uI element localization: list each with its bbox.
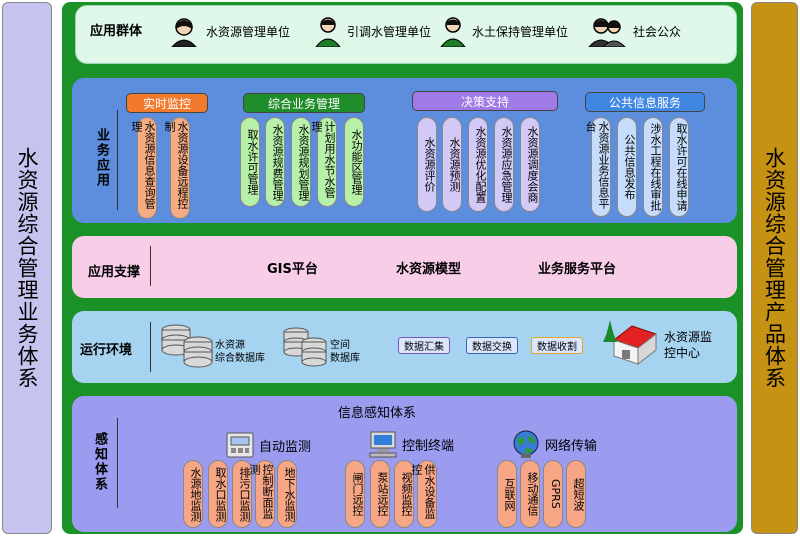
user-public: 社会公众 <box>587 15 681 47</box>
business-item: 水资源评价 <box>417 117 437 212</box>
database-server-icon <box>283 327 327 367</box>
sensing-group-auto-monitoring: 自动监测 <box>225 431 311 459</box>
sensing-item: 供水设备监控 <box>410 460 437 528</box>
sensing-item: 互联网 <box>497 460 517 528</box>
sensing-item: 取水口监测 <box>208 460 228 528</box>
business-divider <box>117 110 118 210</box>
computer-terminal-icon <box>369 431 397 458</box>
sensing-item: 地下水监测 <box>277 460 297 528</box>
sensing-item: 闸门远控 <box>345 460 365 528</box>
business-item: 计划用水节水管理 <box>310 117 337 207</box>
users-layer-title: 应用群体 <box>90 24 143 39</box>
header-integrated-business: 综合业务管理 <box>243 93 365 113</box>
business-item: 水资源应急管理 <box>494 117 514 212</box>
support-layer <box>72 236 737 298</box>
right-side-panel: 水资源综合管理产品体系 <box>751 2 798 534</box>
business-item: 取水许可在线申请 <box>669 117 689 217</box>
sensing-item: 视频监控 <box>394 460 414 528</box>
business-item: 水功能区管理 <box>344 117 364 207</box>
monitoring-center-house-icon <box>603 320 658 366</box>
sensing-item: 控制断面监测 <box>248 460 275 528</box>
tag-data-exchange: 数据交换 <box>466 337 518 354</box>
sensing-group-network: 网络传输 <box>511 429 597 459</box>
user-label: 社会公众 <box>633 24 682 39</box>
business-item: 水资源优化配置 <box>468 117 488 212</box>
business-item: 公共信息发布 <box>617 117 637 217</box>
right-side-title: 水资源综合管理产品体系 <box>762 147 787 389</box>
runtime-layer-title: 运行环境 <box>80 343 133 358</box>
runtime-control-center: 水资源监 控中心 <box>664 330 713 360</box>
sensing-group-control-terminal: 控制终端 <box>368 430 454 458</box>
support-water-model: 水资源模型 <box>396 262 462 277</box>
tag-data-collection: 数据汇集 <box>398 337 450 354</box>
user-label: 水土保持管理单位 <box>472 24 569 39</box>
business-item: 水资源业务信息平台 <box>584 117 611 217</box>
person-icon <box>171 18 197 47</box>
sensing-group-label: 控制终端 <box>402 438 455 454</box>
support-divider <box>150 246 151 286</box>
user-label: 引调水管理单位 <box>347 24 432 39</box>
sensing-item: 排污口监测 <box>232 460 252 528</box>
network-globe-icon <box>513 430 539 458</box>
sensing-item: 水源地监测 <box>183 460 203 528</box>
sensing-layer-side-title: 感知体系 <box>92 432 107 492</box>
business-item: 水资源信息查询管理 <box>130 117 157 219</box>
left-side-title: 水资源综合管理业务体系 <box>15 147 39 389</box>
monitoring-device-icon <box>226 432 254 458</box>
sensing-divider <box>117 418 118 508</box>
runtime-divider <box>150 322 151 372</box>
business-item: 水资源预测 <box>442 117 462 212</box>
person-icon <box>315 17 341 47</box>
sensing-item: 移动通信 <box>520 460 540 528</box>
database-server-icon <box>161 324 213 368</box>
user-soil-conservation: 水土保持管理单位 <box>440 15 568 47</box>
runtime-integrated-database: 水资源 综合数据库 <box>215 340 265 364</box>
sensing-item: 泵站远控 <box>370 460 390 528</box>
business-item: 水资源规划管理 <box>291 117 311 207</box>
business-item: 水资源规费管理 <box>265 117 285 207</box>
sensing-group-label: 网络传输 <box>545 438 598 454</box>
header-public-info: 公共信息服务 <box>585 92 705 112</box>
business-layer-title: 业务应用 <box>94 128 109 188</box>
business-item: 涉水工程在线审批 <box>643 117 663 217</box>
sensing-item: 超短波 <box>566 460 586 528</box>
person-icon <box>440 17 466 47</box>
user-diversion-management: 引调水管理单位 <box>315 15 431 47</box>
support-service-platform: 业务服务平台 <box>538 262 617 277</box>
header-realtime-monitoring: 实时监控 <box>126 93 208 113</box>
business-item: 取水许可管理 <box>240 117 260 207</box>
runtime-spatial-database: 空间 数据库 <box>330 340 360 364</box>
left-side-panel: 水资源综合管理业务体系 <box>2 2 52 534</box>
business-item: 水资源设备远程控制 <box>163 117 190 219</box>
header-decision-support: 决策支持 <box>412 91 558 111</box>
sensing-layer-title: 信息感知体系 <box>338 406 417 421</box>
people-group-icon <box>588 18 626 47</box>
user-label: 水资源管理单位 <box>206 24 291 39</box>
support-layer-title: 应用支撑 <box>88 265 141 280</box>
user-water-management: 水资源管理单位 <box>168 15 290 47</box>
business-item: 水资源调度会商 <box>520 117 540 212</box>
support-gis-platform: GIS平台 <box>267 262 318 277</box>
sensing-item: GPRS <box>543 460 563 528</box>
tag-data-harvest: 数据收割 <box>531 337 583 354</box>
sensing-group-label: 自动监测 <box>259 439 312 455</box>
